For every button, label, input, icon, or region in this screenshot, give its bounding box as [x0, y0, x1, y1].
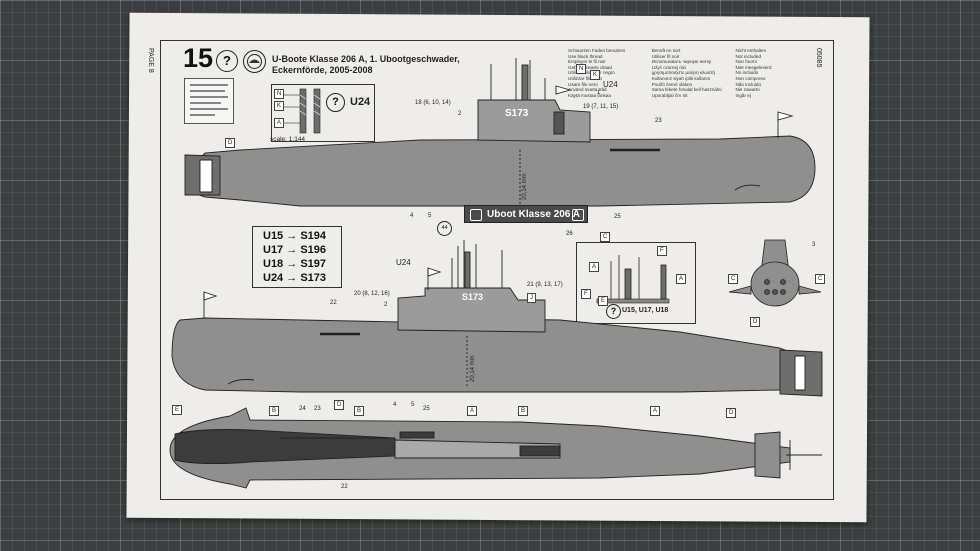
mast-detail-drawing — [596, 255, 670, 304]
letter-tag-e-top: E — [172, 405, 183, 415]
callout-21: 21 (9, 13, 17) — [527, 282, 563, 288]
class-banner: Uboot Klasse 206 A — [464, 205, 588, 223]
letter-tag-k: K — [590, 70, 601, 80]
mapping-row-u15: U15 → S194 — [263, 230, 327, 242]
letter-tag-j: J — [527, 293, 536, 303]
detail-box-periscopes — [271, 84, 375, 142]
callout-20: 20 (8, 12, 16) — [354, 291, 390, 297]
callout-26: 26 — [566, 231, 573, 237]
callout-2-upper: 2 — [458, 111, 462, 117]
detail-boat-label: U24 — [350, 96, 371, 108]
callout-24: 24 — [299, 406, 306, 412]
mapping-row-u17: U17 → S196 — [263, 244, 327, 256]
detail-box-masts — [576, 242, 696, 324]
detail-right-caption: U15, U17, U18 — [622, 307, 669, 314]
callout-4-upper: 4 — [410, 213, 414, 219]
letter-tag-a-right-1: A — [589, 262, 600, 272]
hull-number-mapping-box: U15 → S194 U17 → S196 U18 → S197 U24 → S… — [252, 226, 342, 288]
letter-tag-c-end-left: C — [728, 274, 739, 284]
letter-tag-a-top: A — [467, 406, 478, 416]
letter-tag-c-upper: C — [600, 232, 611, 242]
sail-number-middle: S173 — [462, 292, 484, 302]
callout-23-top: 23 — [314, 406, 321, 412]
banner-emblem-left-icon — [470, 209, 482, 221]
callout-22-middle: 22 — [330, 300, 337, 306]
letter-tag-d-middle-1: D — [334, 400, 345, 410]
callout-5-upper: 5 — [428, 213, 432, 219]
sail-number-upper: S173 — [505, 108, 529, 119]
callout-18: 18 (6, 10, 14) — [415, 100, 451, 106]
letter-tag-b-top-3: B — [518, 406, 529, 416]
callout-2-middle: 2 — [384, 302, 388, 308]
callout-44: 44 — [437, 221, 452, 236]
callout-1: 1 — [597, 90, 601, 96]
callout-23-upper: 23 — [655, 118, 662, 124]
page-frame — [160, 40, 834, 500]
letter-tag-a-middle: A — [650, 406, 661, 416]
callout-5-middle: 5 — [411, 402, 415, 408]
step-title: U-Boote Klasse 206 A, 1. Ubootgeschwader… — [272, 54, 460, 75]
callout-4-middle: 4 — [393, 402, 397, 408]
letter-tag-a-detail: A — [274, 118, 285, 128]
letter-tag-b-top-1: B — [269, 406, 280, 416]
letter-tag-c-end-right: C — [815, 274, 826, 284]
letter-tag-e-right: E — [598, 296, 609, 306]
callout-3: 3 — [812, 242, 816, 248]
decal-sheet-thumbnail — [184, 78, 234, 124]
submarine-end-view — [728, 239, 822, 307]
boat-label-upper: U24 — [603, 80, 618, 89]
letter-tag-a-right-2: A — [676, 274, 687, 284]
callout-25: 25 — [614, 214, 621, 220]
letter-tag-d-upper: D — [225, 138, 236, 148]
banner-emblem-right-icon — [572, 209, 584, 221]
callout-19: 19 (7, 11, 15) — [583, 104, 619, 110]
letter-tag-d-end: D — [750, 317, 761, 327]
emblem-icon — [243, 50, 266, 73]
mapping-row-u24: U24 → S173 — [263, 272, 327, 284]
boat-label-middle: U24 — [396, 258, 411, 267]
letter-tag-k-detail: K — [274, 101, 285, 111]
letter-tag-n-detail: N — [274, 89, 285, 99]
scale-label: scale: 1:144 — [270, 136, 306, 143]
help-icon: ? — [216, 50, 238, 72]
letter-tag-d-middle-2: D — [726, 408, 737, 418]
letter-tag-n: N — [576, 64, 587, 74]
help-icon-detail: ? — [326, 93, 345, 112]
step-number: 15 — [183, 43, 214, 73]
letter-tag-f-right-1: F — [657, 246, 667, 256]
mapping-row-u18: U18 → S197 — [263, 258, 327, 270]
letter-tag-b-top-2: B — [354, 406, 365, 416]
letter-tag-f-right-2: F — [581, 289, 591, 299]
callout-25-top: 25 — [423, 406, 430, 412]
periscope-detail-drawing — [284, 88, 321, 134]
callout-22-top: 22 — [341, 484, 348, 490]
help-icon-right: ? — [606, 304, 621, 319]
